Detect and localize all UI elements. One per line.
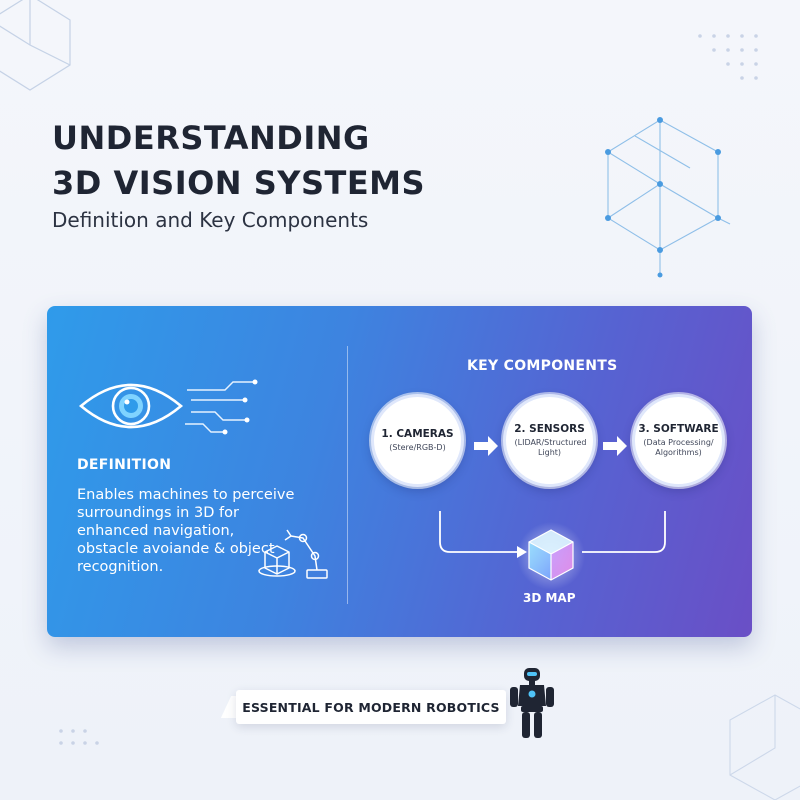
- title-line-1: UNDERSTANDING: [52, 119, 370, 157]
- node-title: 2. SENSORS: [514, 423, 585, 435]
- component-node-software: 3. SOFTWARE (Data Processing/ Algorithms…: [632, 394, 725, 487]
- component-node-cameras: 1. CAMERAS (Stere/RGB-D): [371, 394, 464, 487]
- page-subtitle: Definition and Key Components: [52, 208, 369, 232]
- hexagon-decoration-top-left: [0, 0, 71, 91]
- node-subtitle: (LIDAR/Structured Light): [514, 438, 587, 457]
- robot-arm-icon: [258, 529, 328, 579]
- dot-grid-bottom-left: [59, 729, 99, 745]
- definition-heading: DEFINITION: [77, 457, 172, 473]
- page-title: UNDERSTANDING 3D VISION SYSTEMS: [52, 116, 425, 206]
- key-components-heading: KEY COMPONENTS: [467, 358, 618, 374]
- banner-text: ESSENTIAL FOR MODERN ROBOTICS: [242, 699, 500, 715]
- robot-icon: [510, 668, 554, 738]
- hexagon-decoration-bottom-right: [729, 694, 800, 800]
- title-line-2: 3D VISION SYSTEMS: [52, 164, 426, 202]
- node-subtitle: (Stere/RGB-D): [389, 443, 446, 452]
- cube-icon: [517, 522, 585, 590]
- info-card: DEFINITION Enables machines to perceive …: [47, 306, 752, 637]
- definition-text: Enables machines to perceive surrounding…: [77, 487, 295, 575]
- eye-icon: [78, 379, 258, 435]
- node-subtitle: (Data Processing/ Algorithms): [643, 438, 714, 457]
- node-title: 3. SOFTWARE: [638, 423, 719, 435]
- dot-grid-top-right: [698, 34, 758, 80]
- robotics-banner: ESSENTIAL FOR MODERN ROBOTICS: [236, 690, 506, 724]
- wireframe-cube-decoration: [605, 117, 731, 278]
- map-label: 3D MAP: [523, 591, 576, 605]
- component-node-sensors: 2. SENSORS (LIDAR/Structured Light): [503, 394, 596, 487]
- node-title: 1. CAMERAS: [381, 428, 454, 440]
- section-divider: [347, 346, 348, 604]
